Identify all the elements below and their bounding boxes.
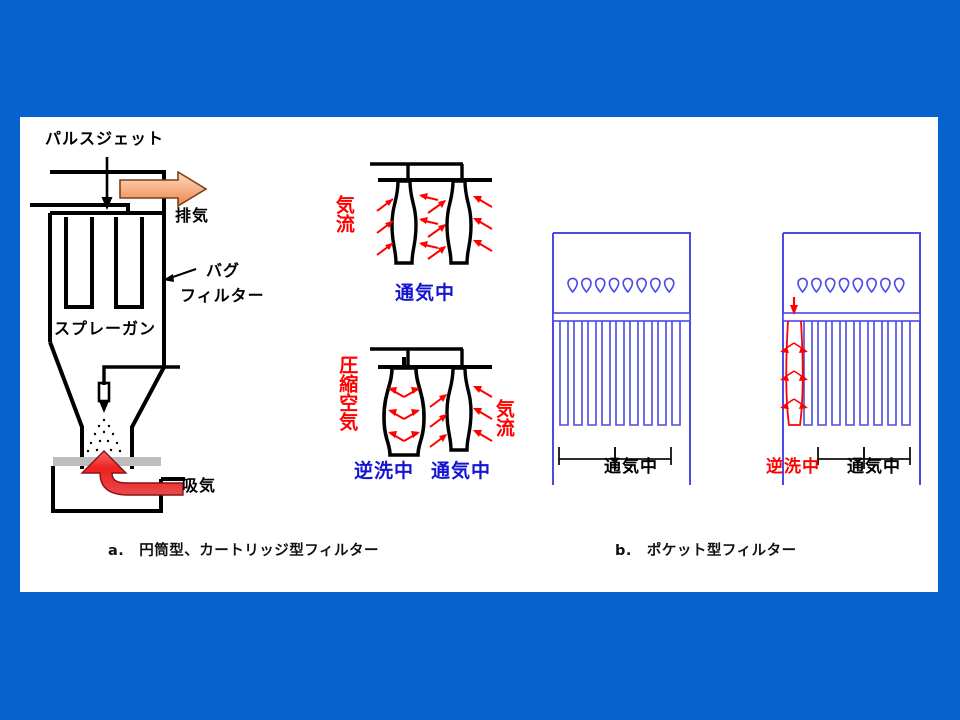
pocket-filter-right [760,225,950,525]
pocket-row [803,321,911,426]
pocket-filter-left-svg [552,232,691,485]
pocket-filter-left [530,225,720,525]
bag-filter-label-line1: バグ [206,261,241,280]
pulse-jet-label: パルスジェット [45,129,165,148]
state-label-filtering-bottom: 通気中 [431,460,492,482]
brace [817,447,911,469]
brace [558,447,672,469]
pulse-jet-arrow [101,157,113,210]
pocket-filter-right-svg [780,232,921,485]
spray-gun-label: スプレーガン [54,319,157,338]
backwash-arrows [388,386,493,448]
state-label-filtering-top: 通気中 [395,282,456,304]
intake-label: 吸気 [182,476,217,495]
nozzle-row [797,277,905,294]
caption-figure-a: a. 円筒型、カートリッジ型フィルター [108,543,380,559]
cartridge-backwash-detail [320,335,540,505]
compressed-air-label: 圧縮空気 [336,355,359,431]
cartridge-filtering-svg [370,162,493,265]
bag-filter-pointer [163,268,197,282]
backwash-pocket [785,320,804,426]
caption-figure-b: b. ポケット型フィルター [615,543,797,559]
nozzle-row [567,277,675,294]
pocket-left-state-label: 通気中 [604,457,658,477]
baghouse-schematic [20,117,320,537]
pocket-right-backwash-label: 逆洗中 [766,457,820,477]
bag-filter-label-line2: フィルター [180,286,265,305]
cartridge-filtering-detail [320,145,540,315]
intake-arrow [80,450,184,496]
state-label-backwash-bottom: 逆洗中 [354,460,415,482]
exhaust-arrow [119,170,208,208]
backwash-inlet-arrow [790,297,798,315]
backwash-arrows [780,342,808,409]
pocket-right-filtering-label: 通気中 [847,457,901,477]
pocket-row [559,321,681,426]
diagram-panel: パルスジェット 排気 バグ フィルター スプレーガン 吸気 [20,117,938,592]
airflow-label-bottom: 気流 [492,399,515,437]
exhaust-label: 排気 [175,206,210,225]
baghouse-svg [30,157,208,513]
airflow-label-top: 気流 [332,195,355,233]
spray-dots [86,418,122,453]
airflow-arrows [376,193,493,260]
cartridge-backwash-svg [370,347,493,457]
